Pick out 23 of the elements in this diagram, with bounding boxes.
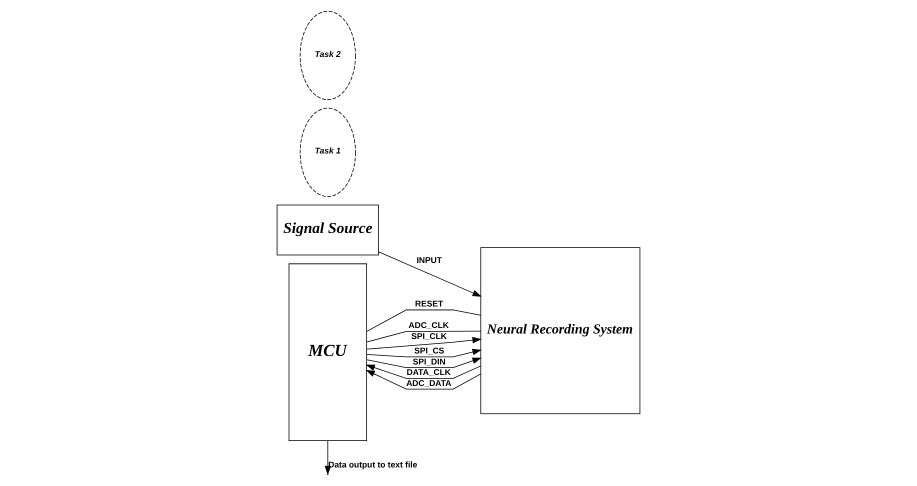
edge-label: RESET [415,298,444,309]
edge-label: Data output to text file [328,459,418,470]
arrow [366,348,482,358]
edge-label: DATA_CLK [406,367,451,378]
arrow [324,440,332,476]
node-box: Neural Recording System [480,247,640,414]
node-ellipse: Task 1 [300,108,356,197]
edge-label: SPI_CS [414,346,444,356]
node-box: MCU [288,263,368,441]
connector [366,310,481,332]
arrow [366,364,481,379]
edge-label: SPI_DIN [412,356,446,366]
edge-label: SPI_CLK [411,330,447,341]
edge-label: ADC_DATA [406,378,452,388]
node-box: Signal Source [276,204,379,256]
node-ellipse: Task 2 [300,10,356,100]
arrow [366,358,482,368]
edge-label: INPUT [416,254,442,265]
arrow [366,370,481,390]
connector [366,330,482,342]
arrow [366,336,482,350]
edge-label: ADC_CLK [408,320,449,330]
arrow [378,251,482,297]
